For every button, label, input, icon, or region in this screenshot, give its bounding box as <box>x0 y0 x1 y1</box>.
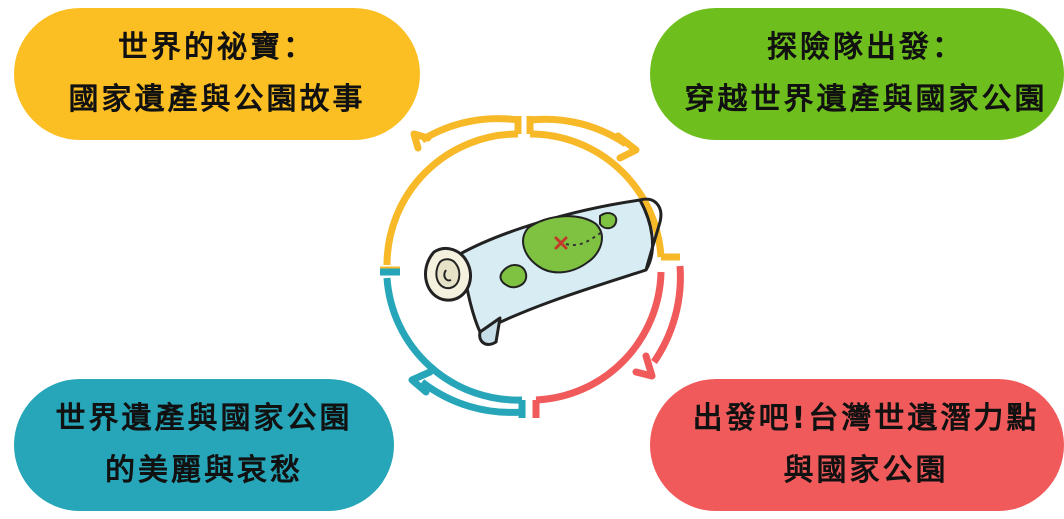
topic-card-taiwan: 出發吧!台灣世遺潛力點 與國家公園 <box>650 379 1064 511</box>
card-subtitle: 國家遺產與公園故事 <box>68 82 366 117</box>
card-title: 世界遺產與國家公園 <box>55 401 353 436</box>
topic-card-expedition: 探險隊出發： 穿越世界遺產與國家公園 <box>650 8 1064 140</box>
cycle-arc-teal <box>380 268 526 418</box>
topic-card-beauty-sorrow: 世界遺產與國家公園 的美麗與哀愁 <box>14 379 394 511</box>
card-title: 世界的祕寶： <box>118 30 316 65</box>
card-subtitle: 的美麗與哀愁 <box>105 453 303 488</box>
treasure-map-scroll-icon <box>424 197 663 346</box>
card-title: 探險隊出發： <box>767 30 965 65</box>
cycle-arc-red <box>532 265 684 418</box>
card-subtitle: 與國家公園 <box>783 453 949 488</box>
card-subtitle: 穿越世界遺產與國家公園 <box>684 82 1048 117</box>
topic-card-treasures: 世界的祕寶： 國家遺產與公園故事 <box>14 8 420 140</box>
cycle-diagram <box>380 115 684 418</box>
card-title: 出發吧!台灣世遺潛力點 <box>692 401 1040 436</box>
